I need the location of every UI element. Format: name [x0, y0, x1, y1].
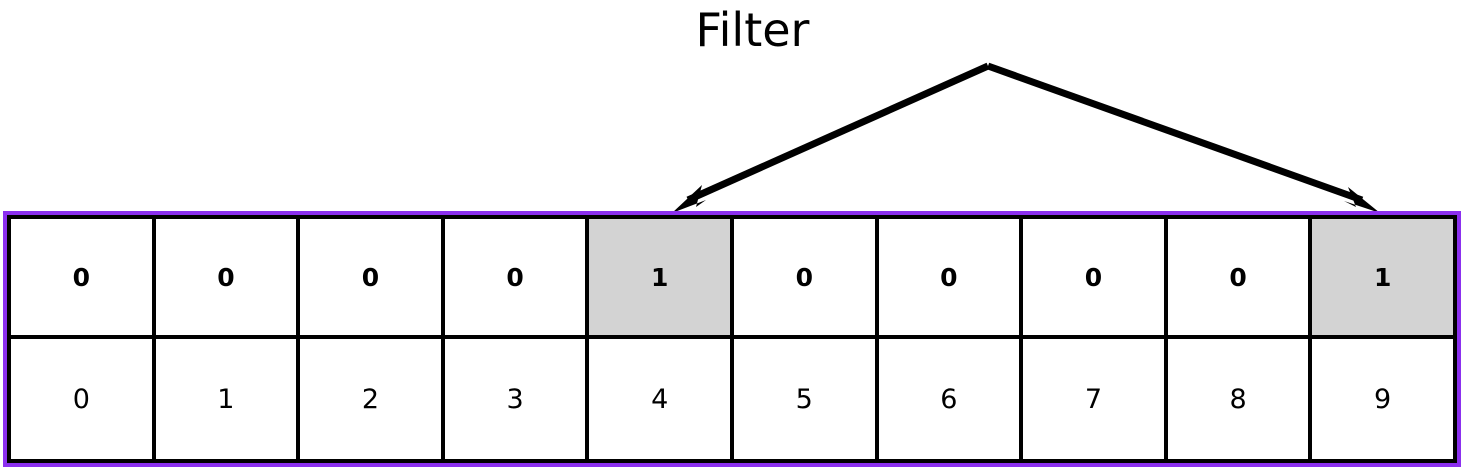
index-cell-4: 4	[589, 339, 734, 459]
arrow-right-shaft	[986, 62, 1364, 204]
arrow-left-head-icon	[672, 185, 706, 213]
bit-value-4: 1	[650, 262, 669, 292]
index-label-7: 7	[1084, 383, 1103, 415]
bit-value-2: 0	[361, 262, 380, 292]
index-label-3: 3	[506, 383, 524, 415]
index-label-4: 4	[651, 383, 669, 415]
bit-cell-0[interactable]: 0	[11, 219, 156, 335]
arrow-right-head-icon	[1344, 187, 1380, 213]
bit-array-table: 0 0 0 0 1 0 0	[3, 211, 1461, 467]
index-label-0: 0	[72, 383, 90, 415]
bit-cell-1[interactable]: 0	[155, 219, 301, 335]
index-label-2: 2	[361, 383, 380, 415]
index-label-8: 8	[1229, 383, 1247, 415]
index-cell-3: 3	[444, 339, 590, 459]
filter-label: Filter	[695, 3, 810, 57]
index-cell-2: 2	[300, 339, 445, 459]
bit-value-3: 0	[506, 262, 524, 292]
bit-cell-7[interactable]: 0	[1023, 219, 1168, 335]
index-cell-0: 0	[11, 339, 156, 459]
bit-cell-6[interactable]: 0	[878, 219, 1024, 335]
index-cell-6: 6	[878, 339, 1024, 459]
index-cell-7: 7	[1023, 339, 1168, 459]
bit-value-5: 0	[795, 262, 813, 292]
bit-indices-row: 0 1 2 3 4 5 6	[11, 339, 1453, 459]
index-cell-8: 8	[1167, 339, 1313, 459]
index-label-5: 5	[795, 383, 813, 415]
bit-value-0: 0	[72, 262, 90, 292]
bit-value-9: 1	[1373, 262, 1392, 292]
index-cell-1: 1	[155, 339, 301, 459]
bit-cell-2[interactable]: 0	[300, 219, 445, 335]
bit-value-8: 0	[1229, 262, 1247, 292]
bit-cell-9[interactable]: 1	[1312, 219, 1453, 335]
bit-cell-8[interactable]: 0	[1167, 219, 1313, 335]
index-label-9: 9	[1374, 383, 1392, 415]
bit-value-1: 0	[217, 262, 235, 292]
arrow-left-shaft	[686, 62, 990, 204]
index-label-1: 1	[217, 383, 235, 415]
bit-cell-4[interactable]: 1	[589, 219, 734, 335]
bit-cell-3[interactable]: 0	[444, 219, 590, 335]
index-cell-5: 5	[733, 339, 879, 459]
bit-array-grid: 0 0 0 0 1 0 0	[7, 215, 1457, 463]
index-cell-9: 9	[1312, 339, 1453, 459]
bit-value-7: 0	[1084, 262, 1103, 292]
filter-bits-row: 0 0 0 0 1 0 0	[11, 219, 1453, 339]
arrow-right-to-index-9	[986, 62, 1380, 213]
bit-value-6: 0	[940, 262, 958, 292]
bit-cell-5[interactable]: 0	[733, 219, 879, 335]
arrow-left-to-index-4	[672, 62, 990, 213]
index-label-6: 6	[940, 383, 958, 415]
